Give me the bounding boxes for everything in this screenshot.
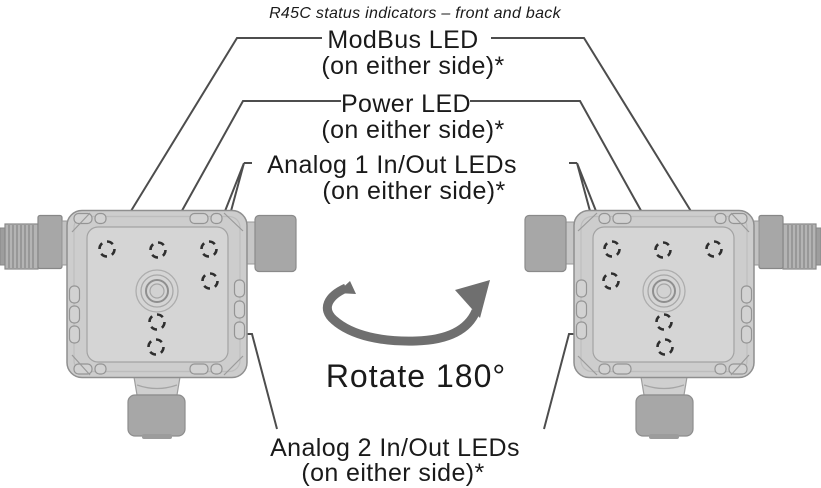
callout-analog2: Analog 2 In/Out LEDs (on either side)*	[270, 434, 520, 487]
led-analog1-in-back	[603, 240, 621, 258]
device-front	[0, 209, 297, 440]
led-modbus-back	[705, 240, 723, 258]
led-analog2-out-back	[656, 338, 674, 356]
leader-power-left	[163, 100, 341, 244]
callout-analog1: Analog 1 In/Out LEDs (on either side)*	[267, 151, 517, 205]
device-back	[524, 209, 821, 440]
callout-analog2-title: Analog 2 In/Out LEDs	[270, 434, 520, 462]
callout-analog2-subtitle: (on either side)*	[301, 459, 484, 487]
callout-power-subtitle: (on either side)*	[321, 116, 504, 144]
led-analog2-in-back	[655, 313, 673, 331]
leader-modbus-left	[111, 37, 322, 243]
rotate-label: Rotate 180°	[326, 358, 506, 394]
rotate-arrow-icon	[322, 280, 490, 346]
callout-analog1-title: Analog 1 In/Out LEDs	[267, 151, 517, 179]
led-power-front	[149, 241, 167, 259]
callout-analog1-subtitle: (on either side)*	[322, 177, 505, 205]
callout-power: Power LED (on either side)*	[321, 90, 504, 144]
led-analog1-out-back	[602, 272, 620, 290]
led-analog1-in-front	[200, 240, 218, 258]
device-front-shell	[0, 209, 297, 440]
led-power-back	[654, 241, 672, 259]
led-modbus-front	[98, 240, 116, 258]
led-analog1-out-front	[201, 272, 219, 290]
diagram-title: R45C status indicators – front and back	[269, 5, 562, 22]
leader-modbus-right	[491, 37, 711, 243]
device-back-shell	[524, 209, 821, 440]
rotate-arrowhead	[455, 280, 490, 318]
callout-modbus-title: ModBus LED	[327, 26, 478, 54]
leader-power-right	[470, 100, 660, 244]
callout-modbus: ModBus LED (on either side)*	[321, 26, 504, 80]
callout-modbus-subtitle: (on either side)*	[321, 52, 504, 80]
rotate-arrowtail	[337, 281, 356, 294]
callout-power-title: Power LED	[341, 90, 471, 118]
led-analog2-out-front	[147, 338, 165, 356]
led-analog2-in-front	[148, 313, 166, 331]
